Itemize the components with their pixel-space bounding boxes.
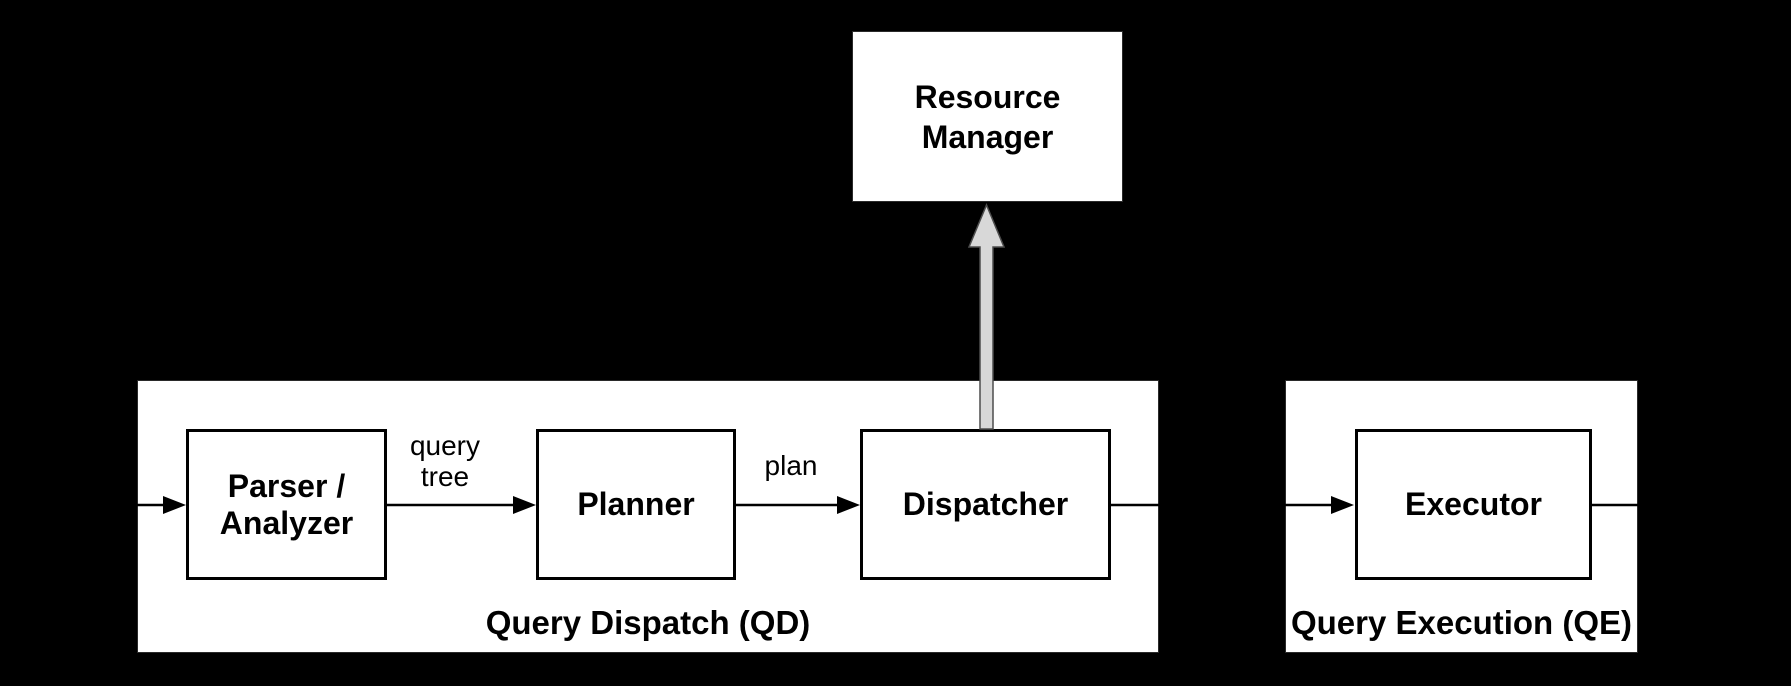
edge-label-query-tree-line2: tree xyxy=(420,461,470,492)
edge-label-query-tree: query tree xyxy=(385,430,505,492)
node-resource-manager: Resource Manager xyxy=(852,31,1123,202)
parser-analyzer-line1: Parser / xyxy=(227,467,346,504)
node-label-parser-analyzer: Parser / Analyzer xyxy=(220,468,353,542)
node-label-planner: Planner xyxy=(577,486,695,522)
node-label-dispatcher: Dispatcher xyxy=(902,486,1069,522)
group-label-query-dispatch: Query Dispatch (QD) xyxy=(485,604,811,641)
edge-label-plan: plan xyxy=(764,450,818,481)
node-parser-analyzer: Parser / Analyzer xyxy=(186,429,387,580)
parser-analyzer-line2: Analyzer xyxy=(219,504,354,541)
node-label-resource-manager: Resource Manager xyxy=(915,77,1061,157)
resource-manager-line2: Manager xyxy=(921,118,1054,155)
group-label-query-execution: Query Execution (QE) xyxy=(1290,604,1633,641)
edge-label-query-tree-line1: query xyxy=(409,430,481,461)
node-planner: Planner xyxy=(536,429,736,580)
node-executor: Executor xyxy=(1355,429,1592,580)
node-dispatcher: Dispatcher xyxy=(860,429,1111,580)
resource-manager-line1: Resource xyxy=(914,78,1061,115)
node-label-executor: Executor xyxy=(1405,486,1542,522)
